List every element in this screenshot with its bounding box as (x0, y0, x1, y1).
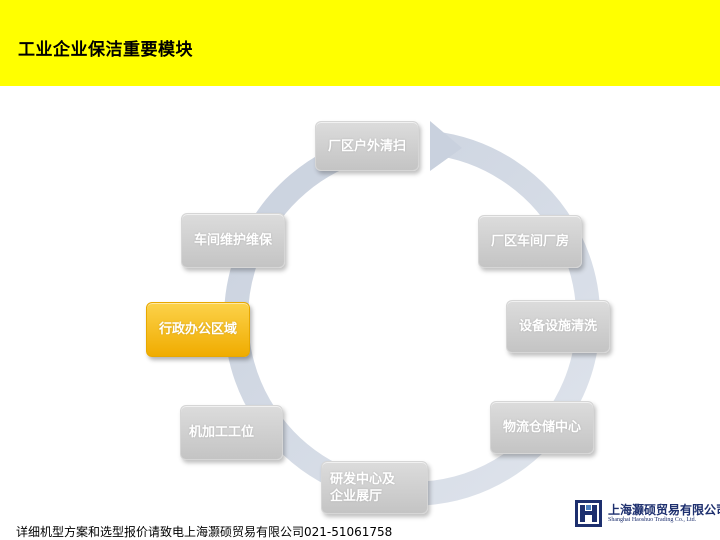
node-label: 机加工工位 (189, 425, 255, 440)
node-rd-center[interactable]: 研发中心及 企业展厅 (321, 461, 428, 514)
company-logo-icon (575, 500, 602, 527)
company-logo: 上海灏硕贸易有限公司 Shanghai Haoshuo Trading Co.,… (575, 500, 720, 528)
node-label: 厂区户外清扫 (327, 138, 406, 154)
node-logistics-warehouse[interactable]: 物流仓储中心 (490, 401, 594, 454)
contact-footer: 详细机型方案和选型报价请致电上海灏硕贸易有限公司021-51061758 (16, 525, 393, 539)
company-logo-name-en: Shanghai Haoshuo Trading Co., Ltd. (608, 517, 697, 523)
title-banner: 工业企业保洁重要模块 (0, 0, 720, 86)
node-machining-station[interactable]: 机加工工位 (180, 405, 283, 460)
node-label: 行政办公区域 (158, 322, 237, 337)
node-label: 物流仓储中心 (502, 420, 581, 435)
node-admin-office[interactable]: 行政办公区域 (146, 302, 250, 357)
node-label: 研发中心及 企业展厅 (330, 471, 396, 504)
node-label: 设备设施清洗 (518, 319, 597, 334)
node-workshop-maintenance[interactable]: 车间维护维保 (181, 213, 285, 268)
company-logo-name-cn: 上海灏硕贸易有限公司 (608, 503, 720, 517)
node-label: 厂区车间厂房 (490, 234, 569, 249)
node-label: 车间维护维保 (193, 233, 272, 248)
page-title: 工业企业保洁重要模块 (18, 40, 193, 60)
cycle-arrow-head (430, 121, 462, 171)
node-equipment-cleaning[interactable]: 设备设施清洗 (506, 300, 610, 353)
node-workshop[interactable]: 厂区车间厂房 (478, 215, 582, 268)
node-outdoor-cleaning[interactable]: 厂区户外清扫 (315, 121, 419, 171)
